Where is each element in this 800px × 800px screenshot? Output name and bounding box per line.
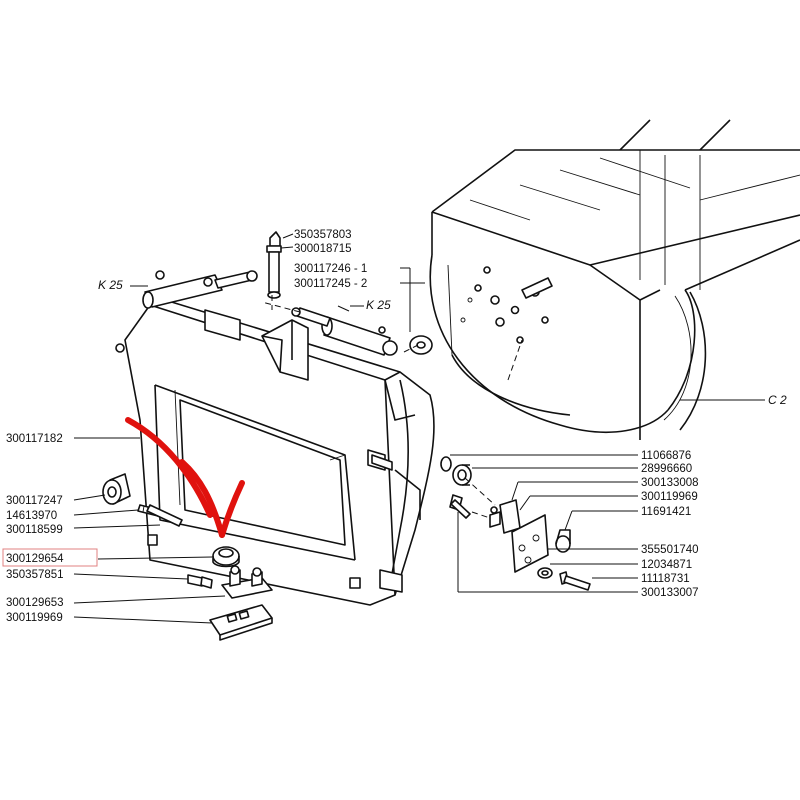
- callout-300117247: 300117247: [6, 495, 63, 507]
- callout-300117246: 300117246 - 1: [294, 263, 367, 275]
- callout-300117245: 300117245 - 2: [294, 278, 367, 290]
- leader-lines: [73, 233, 765, 624]
- bolt-11118731: [559, 571, 591, 591]
- cylinder-left: [142, 270, 258, 309]
- housing-c2: [429, 119, 800, 440]
- bracket-300129653: [221, 565, 273, 599]
- callout-300117182: 300117182: [6, 433, 63, 445]
- red-stroke-middle: [179, 459, 225, 538]
- cylinder-right: [291, 307, 398, 356]
- bushing-28996660: [452, 464, 472, 486]
- reference-k25-left: K 25: [98, 278, 123, 292]
- callout-300133008: 300133008: [641, 477, 699, 489]
- washer-11066876: [440, 456, 452, 472]
- callout-28996660: 28996660: [641, 463, 692, 475]
- callout-300018715: 300018715: [294, 243, 352, 255]
- callout-350357803: 350357803: [294, 229, 352, 241]
- pin-300118599: [146, 504, 183, 527]
- callout-300129653: 300129653: [6, 597, 64, 609]
- grease-fitting-350357851: [187, 574, 213, 589]
- callout-300119969-left: 300119969: [6, 612, 63, 624]
- callout-11118731: 11118731: [641, 573, 690, 585]
- red-stroke-right: [219, 480, 245, 538]
- callout-300118599: 300118599: [6, 524, 63, 536]
- pin-350357803: [266, 231, 282, 299]
- callout-11066876: 11066876: [641, 450, 691, 462]
- bolt-300133007: [449, 494, 471, 519]
- reference-k25-right: K 25: [366, 298, 391, 312]
- washer-300117245: [409, 335, 433, 355]
- reference-c2: C 2: [768, 393, 787, 407]
- plate-300119969-right: [511, 514, 549, 573]
- callout-labels: 350357803 300018715 300117246 - 1 300117…: [2, 229, 787, 624]
- callout-300129654: 300129654: [6, 553, 64, 565]
- plate-300119969-left: [209, 604, 273, 641]
- callout-350357851: 350357851: [6, 569, 64, 581]
- red-annotation: [125, 417, 245, 538]
- callout-355501740: 355501740: [641, 544, 699, 556]
- washer-12034871: [537, 567, 553, 579]
- callout-300133007: 300133007: [641, 587, 699, 599]
- callout-11691421: 11691421: [641, 506, 691, 518]
- bracket-300133008: [489, 499, 521, 534]
- bushing-300117247: [102, 473, 131, 505]
- highlight-box-300129654: [2, 548, 98, 567]
- callout-12034871: 12034871: [641, 559, 692, 571]
- red-stroke-left: [125, 417, 213, 518]
- callout-14613970: 14613970: [6, 510, 57, 522]
- callout-300119969-right: 300119969: [641, 491, 698, 503]
- reference-arrows: [130, 285, 364, 312]
- bushing-300129654: [212, 546, 240, 568]
